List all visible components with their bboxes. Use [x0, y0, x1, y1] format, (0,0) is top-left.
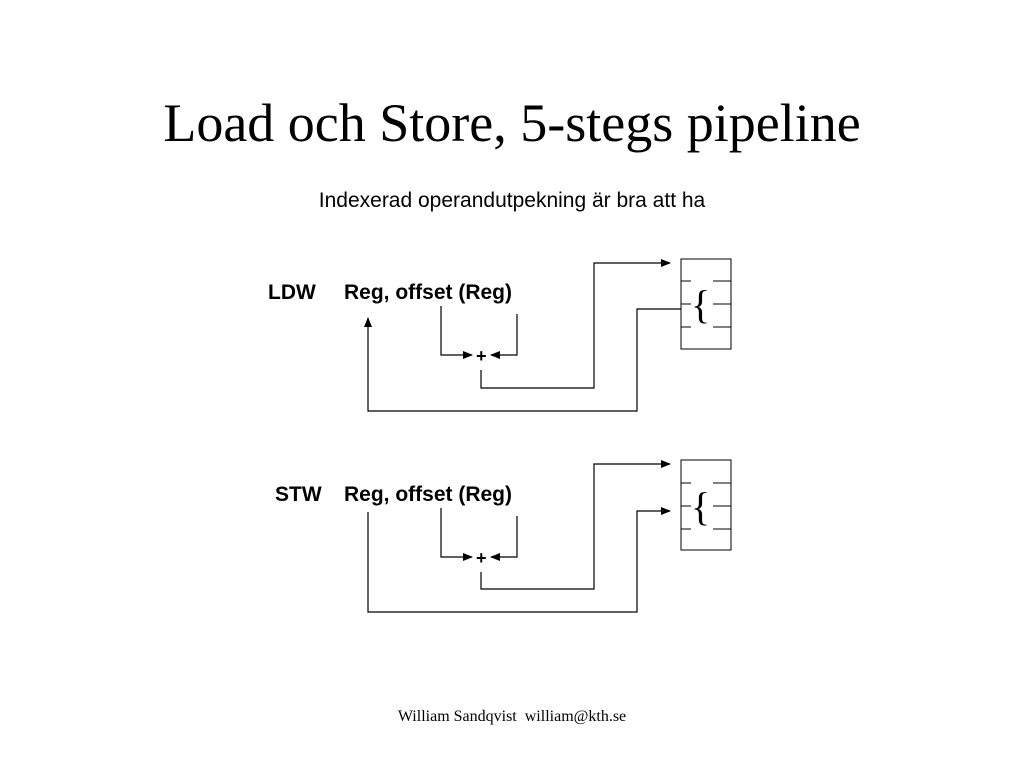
- store-memory-block: {: [680, 459, 732, 551]
- load-operands: Reg, offset (Reg): [344, 281, 512, 304]
- store-offset-wire: [440, 508, 473, 561]
- load-address-wire: [480, 259, 671, 389]
- store-data-wire: [367, 507, 671, 613]
- load-opcode: LDW: [268, 281, 316, 304]
- load-data-wire: [364, 308, 681, 412]
- load-memory-block: {: [680, 258, 732, 350]
- load-memory-word-brace: {: [691, 282, 710, 327]
- slide-footer: William Sandqvist william@kth.se: [397, 708, 627, 725]
- store-address-wire: [480, 460, 671, 590]
- slide-subtitle: Indexerad operandutpekning är bra att ha: [318, 189, 706, 212]
- store-base-wire: [490, 516, 518, 561]
- store-operands: Reg, offset (Reg): [344, 483, 512, 506]
- store-adder: +: [476, 548, 487, 568]
- slide-title: Load och Store, 5-stegs pipeline: [163, 93, 861, 153]
- store-memory-word-brace: {: [691, 484, 710, 529]
- load-offset-wire: [440, 306, 473, 359]
- store-opcode: STW: [275, 483, 322, 506]
- load-adder: +: [476, 346, 487, 366]
- store-diagram: STW Reg, offset (Reg) + {: [275, 459, 732, 613]
- load-base-wire: [490, 314, 518, 359]
- load-diagram: LDW Reg, offset (Reg) + {: [268, 258, 732, 412]
